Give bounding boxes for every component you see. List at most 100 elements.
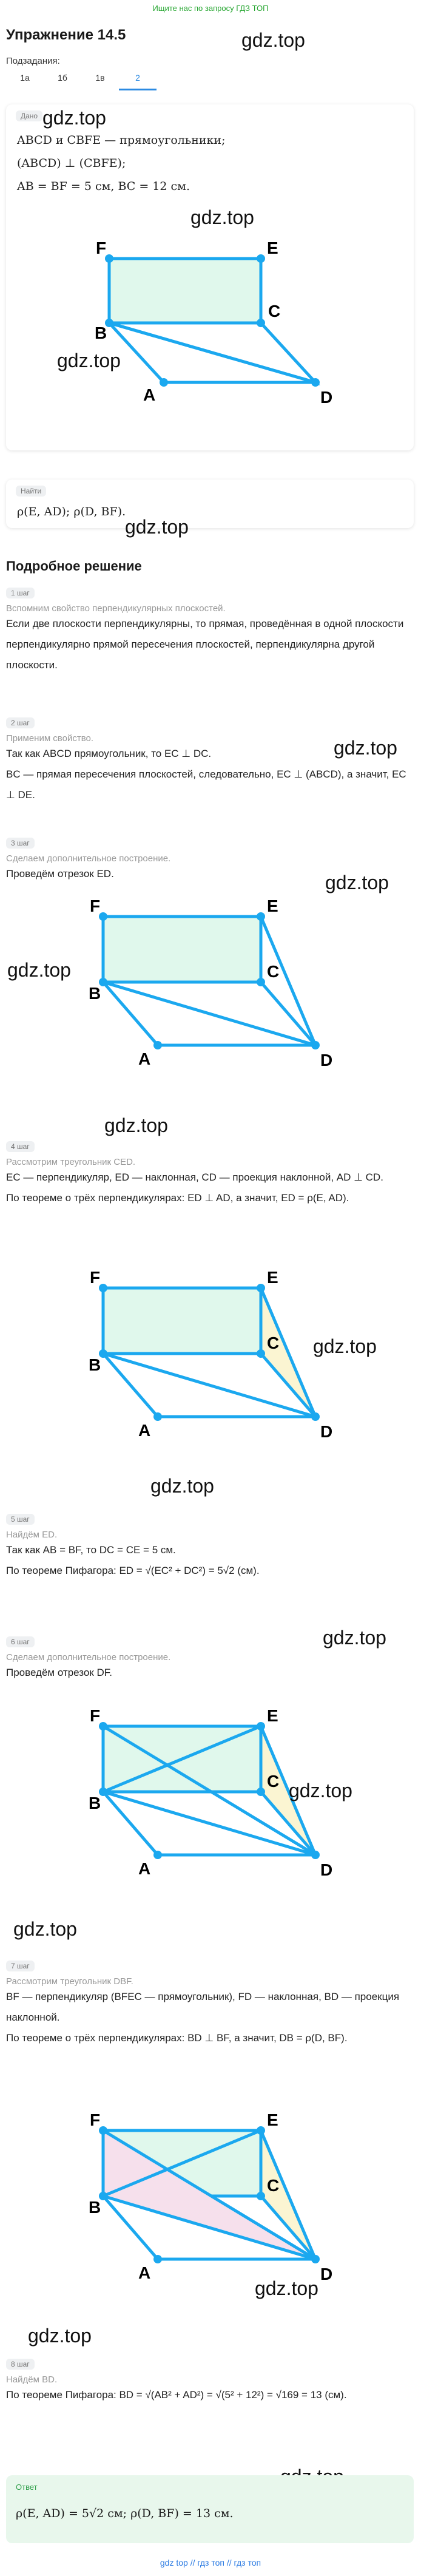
- tab-2[interactable]: 2: [119, 73, 157, 90]
- figure-3: F E C B A D: [89, 1268, 332, 1441]
- watermark: gdz.top: [334, 737, 397, 759]
- step-hint: Рассмотрим треугольник DBF.: [6, 1976, 133, 1987]
- point-label: E: [267, 239, 278, 257]
- point-label: B: [89, 1794, 101, 1812]
- watermark: gdz.top: [241, 29, 305, 51]
- point-label: C: [267, 2176, 279, 2195]
- step-hint: Сделаем дополнительное построение.: [6, 853, 171, 864]
- point-label: B: [89, 2198, 101, 2217]
- step-text: По теореме Пифагора: BD = √(AB² + AD²) =…: [6, 2389, 347, 2401]
- step-text: По теореме о трёх перпендикулярах: BD ⊥ …: [6, 2032, 348, 2044]
- point-label: D: [320, 2265, 332, 2283]
- point-label: D: [320, 1860, 332, 1879]
- watermark: gdz.top: [289, 1780, 352, 1802]
- solution-title: Подробное решение: [6, 558, 142, 574]
- point-label: B: [89, 984, 101, 1003]
- find-card: Найти ρ(E, AD); ρ(D, BF).: [6, 480, 414, 528]
- tab-1a[interactable]: 1а: [20, 73, 30, 83]
- point-label: D: [320, 1051, 332, 1069]
- point-label: A: [138, 1421, 150, 1440]
- step-6: 6 шаг Сделаем дополнительное построение.…: [6, 1636, 414, 1683]
- step-text: Если две плоскости перпендикулярны, то п…: [6, 618, 404, 671]
- figure-1: F E C B A D: [95, 239, 332, 407]
- point-label: A: [138, 2263, 150, 2282]
- given-line: ABCD и CBFE — прямоугольники;: [17, 134, 226, 147]
- step-hint: Сделаем дополнительное построение.: [6, 1652, 171, 1663]
- given-line: AB = BF = 5 см, BC = 12 см.: [17, 180, 190, 193]
- step-badge: 1 шаг: [6, 588, 35, 598]
- step-1: 1 шаг Вспомним свойство перпендикулярных…: [6, 588, 414, 676]
- step-hint: Рассмотрим треугольник CED.: [6, 1157, 136, 1167]
- watermark: gdz.top: [42, 107, 106, 129]
- step-text: По теореме о трёх перпендикулярах: ED ⊥ …: [6, 1192, 349, 1204]
- step-badge: 2 шаг: [6, 717, 35, 728]
- watermark: gdz.top: [13, 1918, 77, 1940]
- step-hint: Применим свойство.: [6, 733, 94, 744]
- top-search-link[interactable]: Ищите нас по запросу ГДЗ ТОП: [152, 4, 269, 13]
- given-badge: Дано: [16, 110, 43, 121]
- point-label: D: [320, 1422, 332, 1441]
- point-label: A: [138, 1859, 150, 1878]
- step-text: BC — прямая пересечения плоскостей, след…: [6, 768, 406, 801]
- step-text: Так как AB = BF, то DC = CE = 5 см.: [6, 1544, 176, 1556]
- step-hint: Найдём BD.: [6, 2374, 58, 2385]
- watermark: gdz.top: [125, 516, 189, 538]
- answer-card: Ответ ρ(E, AD) = 5√2 см; ρ(D, BF) = 13 с…: [6, 2475, 414, 2543]
- step-badge: 5 шаг: [6, 1514, 35, 1525]
- point-label: D: [320, 388, 332, 407]
- step-3: 3 шаг Сделаем дополнительное построение.…: [6, 838, 414, 884]
- answer-badge: Ответ: [16, 2483, 38, 2492]
- figure-5: F E C B A D: [89, 2110, 332, 2283]
- given-line: (ABCD) ⊥ (CBFE);: [17, 157, 126, 170]
- point-label: F: [96, 239, 106, 257]
- answer-text: ρ(E, AD) = 5√2 см; ρ(D, BF) = 13 см.: [16, 2507, 234, 2520]
- step-badge: 4 шаг: [6, 1141, 35, 1152]
- step-badge: 7 шаг: [6, 1961, 35, 1971]
- watermark: gdz.top: [7, 959, 71, 981]
- watermark: gdz.top: [150, 1475, 214, 1497]
- step-text: Проведём отрезок DF.: [6, 1667, 112, 1678]
- step-text: Так как ABCD прямоугольник, то EC ⊥ DC.: [6, 748, 212, 759]
- point-label: E: [267, 897, 278, 915]
- step-8: 8 шаг Найдём BD. По теореме Пифагора: BD…: [6, 2359, 414, 2405]
- step-text: BF — перпендикуляр (BFEC — прямоугольник…: [6, 1991, 400, 2023]
- page-title: Упражнение 14.5: [6, 27, 126, 43]
- watermark: gdz.top: [255, 2277, 318, 2299]
- step-text: Проведём отрезок ED.: [6, 868, 114, 880]
- given-card: Дано gdz.top ABCD и CBFE — прямоугольник…: [6, 104, 414, 450]
- step-badge: 6 шаг: [6, 1636, 35, 1647]
- find-badge: Найти: [16, 486, 47, 497]
- step-badge: 3 шаг: [6, 838, 35, 849]
- find-text: ρ(E, AD); ρ(D, BF).: [17, 505, 126, 518]
- point-label: F: [90, 2110, 100, 2129]
- figure-2: F E C B A D: [89, 897, 332, 1069]
- point-label: B: [95, 324, 107, 342]
- step-4: 4 шаг Рассмотрим треугольник CED. EC — п…: [6, 1141, 414, 1208]
- watermark: gdz.top: [104, 1114, 168, 1136]
- footer-links[interactable]: gdz top // гдз топ // гдз топ: [160, 2558, 261, 2568]
- point-label: C: [267, 1334, 279, 1352]
- point-label: E: [267, 2110, 278, 2129]
- point-label: A: [138, 1049, 150, 1068]
- figure-4: F E C B A D: [89, 1706, 332, 1879]
- point-label: C: [268, 302, 280, 320]
- subtasks-label: Подзадания:: [6, 56, 60, 66]
- point-label: F: [90, 897, 100, 915]
- point-label: C: [267, 1772, 279, 1791]
- step-7: 7 шаг Рассмотрим треугольник DBF. BF — п…: [6, 1961, 414, 2049]
- point-label: E: [267, 1268, 278, 1287]
- tab-1v[interactable]: 1в: [95, 73, 105, 83]
- point-label: E: [267, 1706, 278, 1725]
- watermark: gdz.top: [323, 1627, 386, 1649]
- step-text: По теореме Пифагора: ED = √(EC² + DC²) =…: [6, 1565, 260, 1576]
- step-hint: Найдём ED.: [6, 1530, 58, 1540]
- watermark: gdz.top: [57, 350, 121, 371]
- watermark: gdz.top: [313, 1335, 377, 1357]
- tab-1b[interactable]: 1б: [58, 73, 67, 83]
- watermark: gdz.top: [325, 872, 389, 893]
- watermark: gdz.top: [190, 206, 254, 228]
- subtask-tabs: 1а 1б 1в 2: [6, 73, 157, 90]
- step-text: EC — перпендикуляр, ED — наклонная, CD —…: [6, 1171, 383, 1183]
- step-badge: 8 шаг: [6, 2359, 35, 2370]
- point-label: F: [90, 1706, 100, 1725]
